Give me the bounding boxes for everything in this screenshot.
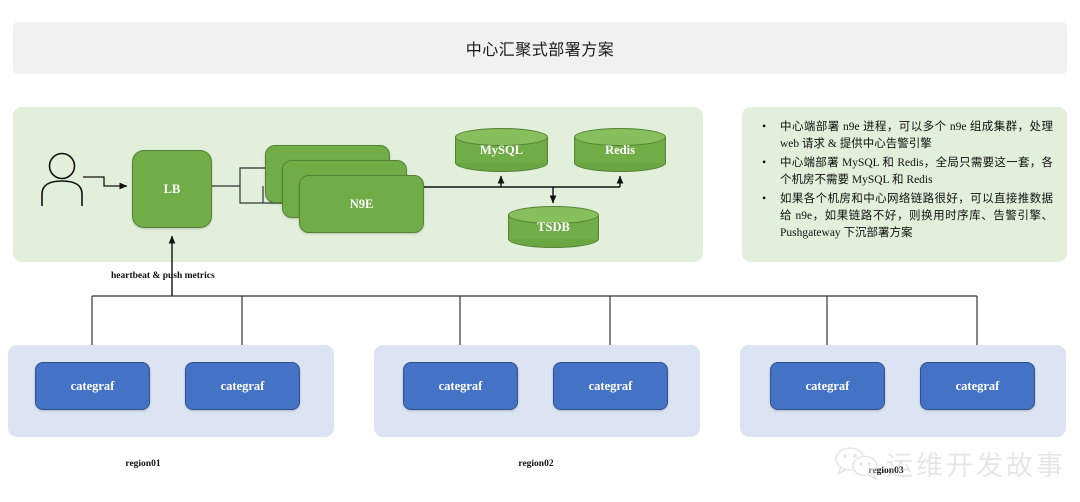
node-categraf-label: categraf [955, 378, 1000, 393]
node-n9e-label: N9E [349, 196, 374, 211]
node-redis-label: Redis [605, 142, 635, 157]
diagram-title-bar: 中心汇聚式部署方案 [13, 22, 1067, 74]
region-label-region01: region01 [125, 459, 161, 469]
wechat-icon [835, 447, 878, 480]
node-lb[interactable]: LB [132, 150, 212, 228]
node-lb-label: LB [163, 181, 181, 196]
list-item: 如果各个机房和中心网络链路很好，可以直接推数据给 n9e，如果链路不好，则换用时… [752, 190, 1053, 242]
node-categraf[interactable]: categraf [770, 362, 885, 410]
notes-list: 中心端部署 n9e 进程，可以多个 n9e 组成集群，处理 web 请求 & 提… [752, 118, 1053, 242]
node-categraf-label: categraf [438, 378, 483, 393]
region-label-region02: region02 [518, 459, 554, 469]
edge-label-heartbeat: heartbeat & push metrics [111, 271, 215, 281]
node-categraf-label: categraf [588, 378, 633, 393]
node-categraf[interactable]: categraf [403, 362, 518, 410]
node-mysql-label: MySQL [479, 142, 524, 157]
cylinder-top [508, 206, 599, 224]
cylinder-top [455, 128, 548, 146]
list-item: 中心端部署 n9e 进程，可以多个 n9e 组成集群，处理 web 请求 & 提… [752, 118, 1053, 153]
node-categraf-label: categraf [70, 378, 115, 393]
node-categraf-label: categraf [805, 378, 850, 393]
node-mysql[interactable]: MySQL [455, 128, 548, 172]
node-categraf-label: categraf [220, 378, 265, 393]
node-categraf[interactable]: categraf [35, 362, 150, 410]
watermark-text: 运维开发故事 [886, 450, 1066, 481]
node-categraf[interactable]: categraf [185, 362, 300, 410]
list-item: 中心端部署 MySQL 和 Redis，全局只需要这一套，各个机房不需要 MyS… [752, 154, 1053, 189]
node-tsdb-label: TSDB [537, 219, 570, 234]
user-actor-icon [41, 152, 83, 206]
page-title: 中心汇聚式部署方案 [465, 42, 615, 59]
node-categraf[interactable]: categraf [553, 362, 668, 410]
region-label-region03: region03 [868, 466, 904, 476]
notes-panel: 中心端部署 n9e 进程，可以多个 n9e 组成集群，处理 web 请求 & 提… [742, 107, 1067, 262]
node-categraf[interactable]: categraf [920, 362, 1035, 410]
cylinder-top [574, 128, 666, 146]
watermark: 运维开发故事 [834, 438, 1070, 488]
node-tsdb[interactable]: TSDB [508, 206, 599, 248]
node-n9e[interactable]: N9E [299, 175, 424, 233]
node-redis[interactable]: Redis [574, 128, 666, 172]
